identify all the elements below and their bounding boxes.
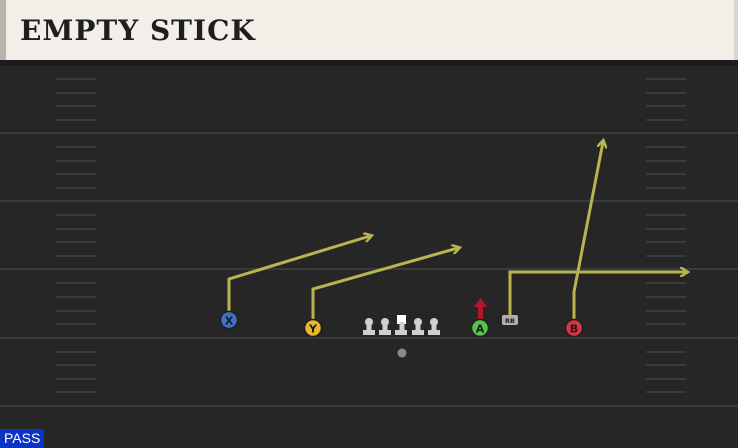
center-icon bbox=[395, 315, 407, 335]
quarterback-icon bbox=[397, 348, 407, 358]
player-a[interactable]: A bbox=[470, 318, 490, 338]
route-y-out bbox=[311, 248, 458, 326]
play-title-bar: EMPTY STICK bbox=[0, 0, 738, 60]
yard-lines bbox=[0, 132, 738, 407]
player-x-label: X bbox=[225, 315, 234, 328]
lineman-icon bbox=[363, 318, 375, 335]
offensive-line bbox=[363, 315, 440, 335]
route-b-go bbox=[572, 142, 603, 326]
left-hash-marks bbox=[56, 78, 96, 393]
right-hash-marks bbox=[646, 78, 686, 393]
player-x[interactable]: X bbox=[219, 310, 239, 330]
player-b-label: B bbox=[570, 323, 578, 336]
lineman-icon bbox=[428, 318, 440, 335]
lineman-icon bbox=[379, 318, 391, 335]
play-type-badge: PASS bbox=[0, 429, 45, 448]
play-title: EMPTY STICK bbox=[20, 14, 256, 47]
field-top-band bbox=[0, 60, 738, 66]
route-x-out bbox=[227, 236, 370, 318]
block-arrow-up bbox=[474, 298, 487, 319]
route-rb-flat bbox=[508, 272, 686, 316]
player-y[interactable]: Y bbox=[303, 318, 323, 338]
player-y-label: Y bbox=[308, 323, 318, 336]
player-b[interactable]: B bbox=[564, 318, 584, 338]
player-rb[interactable]: RB bbox=[502, 315, 518, 325]
title-bar-edge bbox=[734, 0, 738, 60]
player-a-label: A bbox=[476, 323, 485, 336]
lineman-icon bbox=[412, 318, 424, 335]
routes bbox=[227, 142, 686, 326]
player-rb-label: RB bbox=[505, 317, 515, 325]
